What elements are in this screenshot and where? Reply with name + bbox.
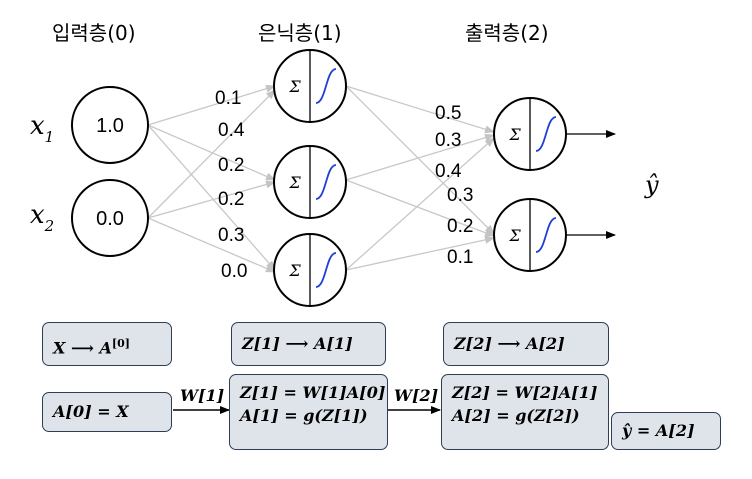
weight-label: 0.0 — [221, 261, 247, 282]
yhat-assign-formula: ŷ = A[2] — [622, 421, 695, 440]
layer1-weights: 0.1 0.4 0.2 0.2 0.3 0.0 — [215, 88, 247, 282]
output-map-box: Z[2] ⟶ A[2] — [443, 322, 609, 366]
sum-symbol: Σ — [508, 226, 521, 245]
connection-line — [345, 179, 495, 237]
input-layer-title: 입력층(0) — [52, 21, 136, 45]
input-value-2: 0.0 — [96, 208, 124, 230]
weight-label: 0.2 — [218, 189, 244, 210]
output-layer-title: 출력층(2) — [465, 21, 549, 45]
layer2-weights: 0.5 0.3 0.4 0.3 0.2 0.1 — [435, 103, 473, 268]
input-node-1: x1 1.0 — [30, 86, 149, 164]
weight-label: 0.3 — [218, 225, 244, 246]
output-neuron-2: Σ — [493, 198, 567, 272]
weight-label: 0.1 — [215, 88, 241, 109]
connection-line — [147, 217, 276, 273]
output-z-formula: Z[2] = W[2]A[1] — [452, 383, 598, 402]
connection-line — [147, 124, 276, 271]
input-assign-box: A[0] = X — [42, 392, 172, 432]
sigmoid-icon — [315, 252, 337, 288]
connection-line — [345, 85, 495, 235]
weight-label: 0.1 — [447, 247, 473, 268]
weight-label: 0.4 — [218, 120, 245, 141]
layer1-connections — [147, 84, 276, 273]
sum-symbol: Σ — [508, 125, 521, 144]
input-node-2: x2 0.0 — [30, 179, 149, 257]
hidden-neuron-3: Σ — [273, 233, 347, 307]
sum-symbol: Σ — [288, 173, 301, 192]
weight-label: 0.3 — [435, 130, 461, 151]
input-map-superscript: [0] — [111, 337, 130, 350]
hidden-layer-title: 은닉층(1) — [258, 21, 342, 45]
input-label-x1: x1 — [30, 111, 54, 146]
weight-label: 0.4 — [435, 161, 462, 182]
sum-symbol: Σ — [288, 261, 301, 280]
layer2-connections — [345, 85, 495, 271]
sum-symbol: Σ — [288, 77, 301, 96]
hidden-map-formula: Z[1] ⟶ A[1] — [242, 334, 353, 353]
hidden-a-formula: A[1] = g(Z[1]) — [240, 406, 368, 425]
w1-label: W[1] — [180, 386, 225, 405]
output-formula-box: Z[2] = W[2]A[1] A[2] = g(Z[2]) — [441, 374, 609, 450]
w2-label: W[2] — [394, 386, 439, 405]
sigmoid-icon — [535, 217, 557, 253]
output-map-formula: Z[2] ⟶ A[2] — [454, 334, 565, 353]
input-value-1: 1.0 — [96, 115, 124, 137]
weight-label: 0.3 — [447, 185, 473, 206]
connection-line — [345, 235, 495, 271]
sigmoid-icon — [315, 68, 337, 104]
hidden-map-box: Z[1] ⟶ A[1] — [231, 322, 386, 366]
weight-label: 0.2 — [218, 155, 244, 176]
input-map-formula: X ⟶ A — [53, 338, 112, 358]
connection-line — [147, 89, 276, 219]
weight-label: 0.2 — [447, 216, 473, 237]
sigmoid-icon — [535, 116, 557, 152]
input-label-x2: x2 — [30, 200, 54, 235]
connection-line — [147, 124, 276, 181]
hidden-formula-box: Z[1] = W[1]A[0] A[1] = g(Z[1]) — [229, 374, 388, 450]
connection-line — [345, 137, 495, 271]
output-neuron-1: Σ — [493, 97, 567, 171]
output-yhat-label: ŷ — [644, 171, 659, 199]
yhat-assign-box: ŷ = A[2] — [611, 412, 721, 450]
hidden-neuron-2: Σ — [273, 145, 347, 219]
connection-line — [345, 133, 495, 181]
input-map-box: X ⟶ A[0] — [42, 322, 172, 366]
hidden-z-formula: Z[1] = W[1]A[0] — [240, 383, 386, 402]
output-a-formula: A[2] = g(Z[2]) — [452, 406, 580, 425]
connection-line — [147, 84, 276, 126]
sigmoid-icon — [315, 164, 337, 200]
hidden-neuron-1: Σ — [273, 49, 347, 123]
connection-line — [345, 85, 495, 134]
input-assign-formula: A[0] = X — [53, 402, 129, 421]
connection-line — [147, 180, 276, 219]
weight-label: 0.5 — [435, 103, 461, 124]
